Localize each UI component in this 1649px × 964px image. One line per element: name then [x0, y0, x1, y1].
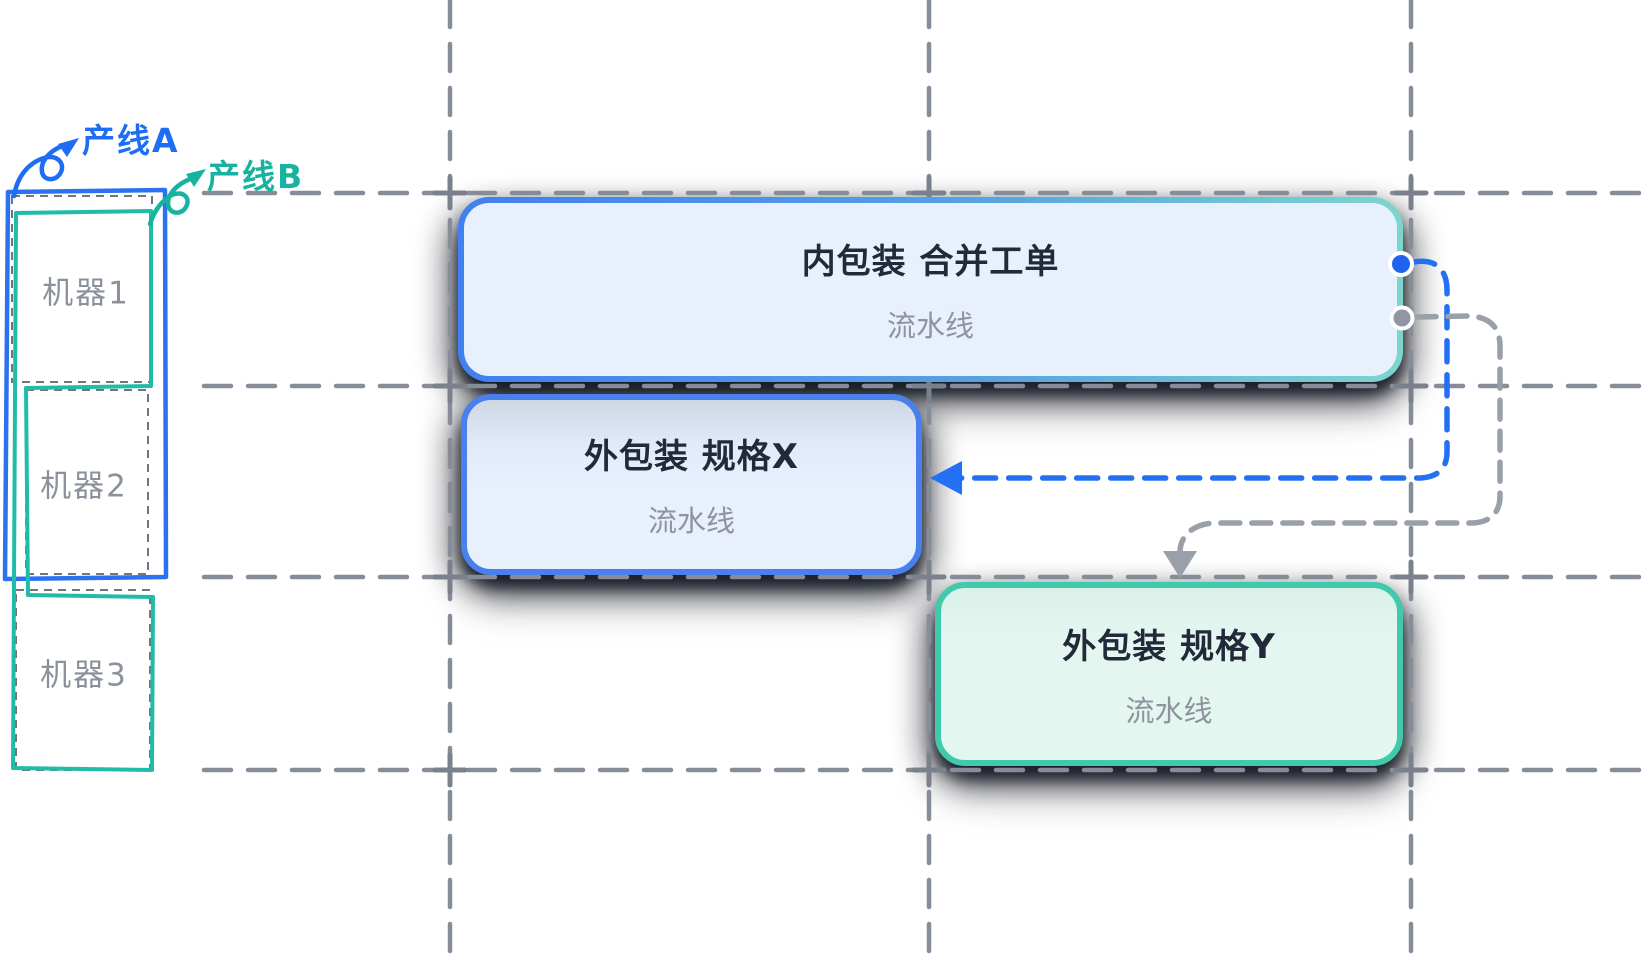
machine-label-1: 机器1: [42, 275, 130, 312]
gray-connector-arrowhead: [1163, 551, 1197, 578]
curly-arrow-line-b: [147, 169, 206, 227]
card-inner-packaging-merged-order[interactable]: 内包装 合并工单 流水线: [458, 197, 1403, 382]
card-title: 外包装 规格Y: [1062, 626, 1276, 667]
card-subtitle: 流水线: [647, 504, 735, 538]
card-outer-packaging-spec-x[interactable]: 外包装 规格X 流水线: [461, 394, 922, 575]
arrowhead-line-b: [186, 169, 206, 187]
arrowhead-line-a: [58, 138, 79, 157]
machine-label-2: 机器2: [40, 468, 128, 505]
card-subtitle: 流水线: [1125, 693, 1213, 728]
card-subtitle: 流水线: [886, 309, 974, 343]
production-line-b-label: 产线B: [207, 157, 305, 196]
blue-connector-arrowhead: [930, 461, 962, 495]
machine-label-3: 机器3: [40, 657, 128, 694]
production-line-a-outline: [2, 187, 169, 582]
card-title: 外包装 规格X: [583, 437, 800, 477]
card-outer-packaging-spec-y[interactable]: 外包装 规格Y 流水线: [935, 582, 1403, 766]
curly-arrow-line-a: [11, 138, 79, 199]
card-inner-packaging-body: 内包装 合并工单 流水线: [464, 203, 1397, 376]
card-title: 内包装 合并工单: [801, 242, 1060, 282]
production-line-a-label: 产线A: [82, 121, 180, 160]
